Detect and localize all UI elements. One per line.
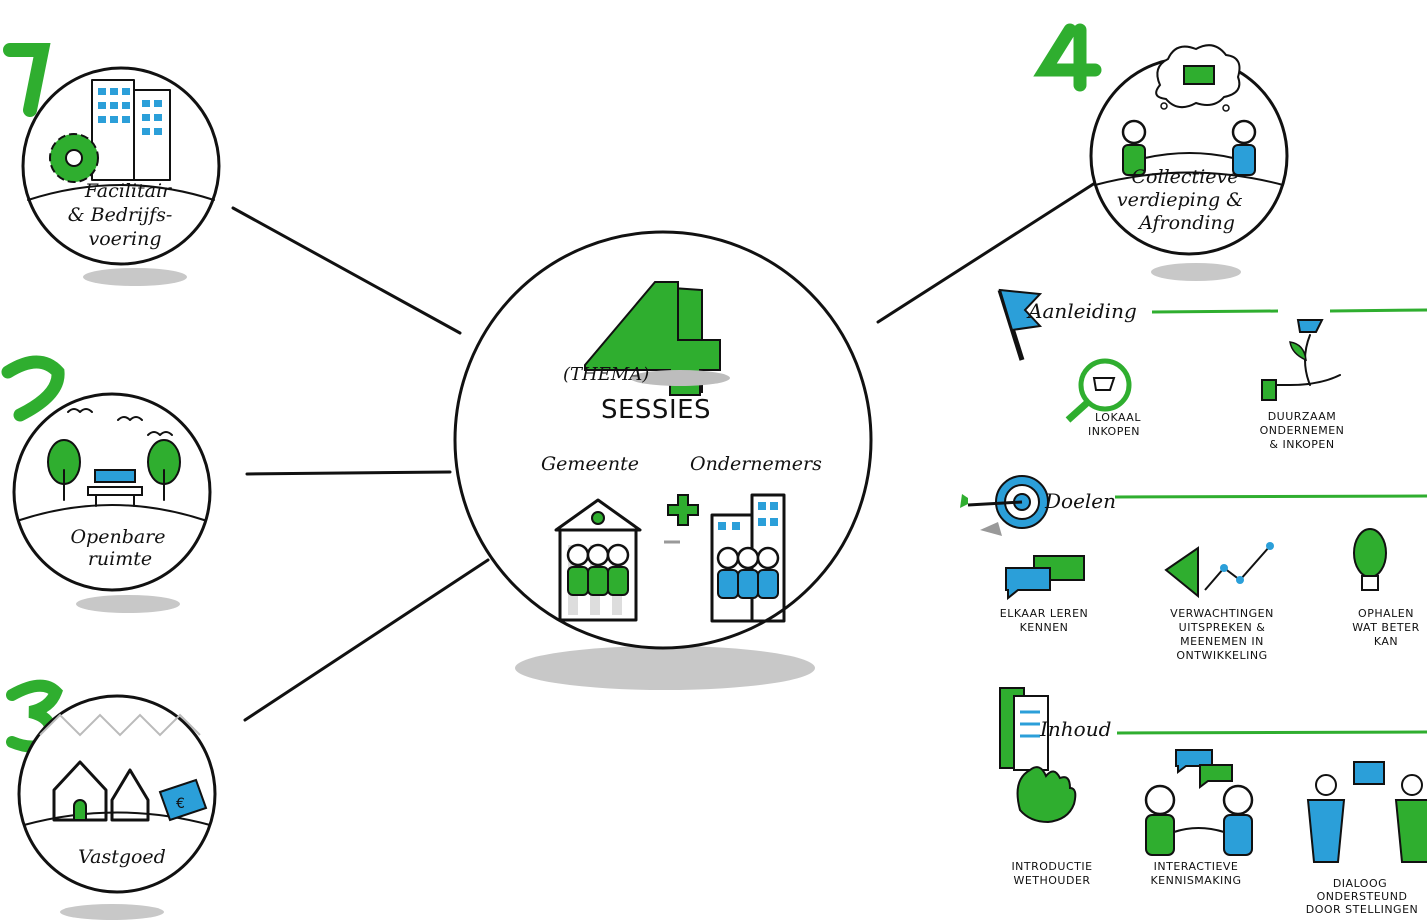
aanleiding-item-2-line-3: & INKOPEN bbox=[1269, 438, 1334, 451]
theme-node-vastgoed: € Vastgoed bbox=[6, 679, 217, 920]
inhoud-item-2-line-2: KENNISMAKING bbox=[1150, 874, 1241, 887]
price-tag-icon: € bbox=[158, 778, 208, 822]
house-icon bbox=[52, 760, 150, 822]
inhoud-item-2-line-1: INTERACTIEVE bbox=[1154, 860, 1239, 873]
inhoud-item-3-line-1: DIALOOG bbox=[1333, 877, 1387, 890]
section-aanleiding: Aanleiding LOKAAL INKOPEN DUURZAAM ONDER… bbox=[997, 288, 1427, 451]
doelen-item-2-line-1: VERWACHTINGEN bbox=[1170, 607, 1274, 620]
theme-1-label-line-1: Facilitair bbox=[84, 180, 173, 202]
doelen-item-1-line-1: ELKAAR LEREN bbox=[1000, 607, 1089, 620]
doelen-item-1-line-2: KENNEN bbox=[1020, 621, 1069, 634]
center-title: SESSIES bbox=[601, 395, 711, 425]
magnifier-cart-icon bbox=[1065, 358, 1132, 423]
doelen-heading: Doelen bbox=[1044, 489, 1116, 513]
entrepreneurs-icon bbox=[716, 546, 780, 599]
inhoud-item-3-line-2: ONDERSTEUND bbox=[1317, 890, 1408, 903]
podium-dialogue-icon bbox=[1306, 761, 1427, 863]
final-label-line-2: verdieping & bbox=[1117, 189, 1243, 211]
megaphone-graph-icon bbox=[1164, 542, 1274, 599]
theme-3-label: Vastgoed bbox=[78, 846, 166, 868]
aanleiding-item-1-line-2: INKOPEN bbox=[1088, 425, 1140, 438]
number-two-icon bbox=[1, 355, 65, 422]
aanleiding-item-2-line-2: ONDERNEMEN bbox=[1260, 424, 1345, 437]
doelen-item-2-line-3: MEENEMEN IN bbox=[1180, 635, 1264, 648]
doelen-item-2-line-2: UITSPREKEN & bbox=[1179, 621, 1266, 634]
chat-bubbles-icon bbox=[1005, 555, 1085, 601]
plus-icon bbox=[667, 494, 699, 526]
aanleiding-item-2-line-1: DUURZAAM bbox=[1268, 410, 1337, 423]
doelen-item-3-line-2: WAT BETER bbox=[1352, 621, 1419, 634]
section-doelen: Doelen ELKAAR LEREN KENNEN VERWACHTINGEN… bbox=[960, 475, 1427, 662]
inhoud-item-3-line-3: DOOR STELLINGEN bbox=[1306, 903, 1419, 916]
flag-icon bbox=[997, 288, 1043, 361]
theme-1-label-line-2: & Bedrijfs- bbox=[68, 204, 173, 226]
inhoud-heading: Inhoud bbox=[1039, 717, 1111, 741]
thought-cloud-icon bbox=[1155, 44, 1241, 112]
final-label-line-1: Collectieve bbox=[1132, 166, 1239, 188]
theme-2-label-line-2: ruimte bbox=[88, 548, 152, 570]
inhoud-item-1-line-2: WETHOUDER bbox=[1013, 874, 1090, 887]
svg-text:€: € bbox=[176, 796, 185, 812]
number-one-icon bbox=[3, 43, 51, 117]
connector-lines bbox=[231, 181, 1097, 722]
document-icon bbox=[999, 687, 1049, 771]
lightbulb-icon bbox=[1353, 528, 1387, 591]
theme-2-label-line-1: Openbare bbox=[70, 526, 165, 548]
inhoud-item-1-line-1: INTRODUCTIE bbox=[1011, 860, 1092, 873]
waving-hand-icon bbox=[1016, 766, 1077, 824]
theme-1-label-line-3: voering bbox=[89, 228, 162, 250]
bench-icon bbox=[87, 469, 143, 507]
theme-node-facilitair: Facilitair & Bedrijfs- voering bbox=[3, 43, 221, 286]
number-four-small-icon bbox=[1033, 23, 1102, 92]
center-shadow bbox=[515, 646, 815, 690]
center-left-label: Gemeente bbox=[541, 453, 639, 475]
section-inhoud: Inhoud INTRODUCTIE WETHOUDER INTERACTIEV… bbox=[999, 687, 1427, 916]
final-session-node: Collectieve verdieping & Afronding bbox=[1033, 23, 1289, 281]
center-right-label: Ondernemers bbox=[690, 453, 822, 475]
doelen-item-2-line-4: ONTWIKKELING bbox=[1176, 649, 1267, 662]
final-label-line-3: Afronding bbox=[1137, 212, 1235, 234]
doelen-item-3-line-3: KAN bbox=[1374, 635, 1398, 648]
center-prefix: (THEMA) bbox=[563, 364, 649, 385]
meeting-people-icon bbox=[1144, 749, 1254, 856]
aanleiding-item-1-line-1: LOKAAL bbox=[1095, 411, 1141, 424]
tree-icon bbox=[47, 439, 181, 501]
doelen-item-3-line-1: OPHALEN bbox=[1358, 607, 1414, 620]
center-session-node: (THEMA) SESSIES Gemeente Ondernemers bbox=[453, 230, 873, 690]
target-icon bbox=[960, 475, 1049, 536]
civil-servants-icon bbox=[566, 543, 630, 596]
theme-node-openbare-ruimte: Openbare ruimte bbox=[1, 355, 212, 613]
handshake-people-icon bbox=[1121, 119, 1257, 176]
plant-hand-icon bbox=[1261, 319, 1341, 401]
aanleiding-heading: Aanleiding bbox=[1026, 299, 1137, 323]
